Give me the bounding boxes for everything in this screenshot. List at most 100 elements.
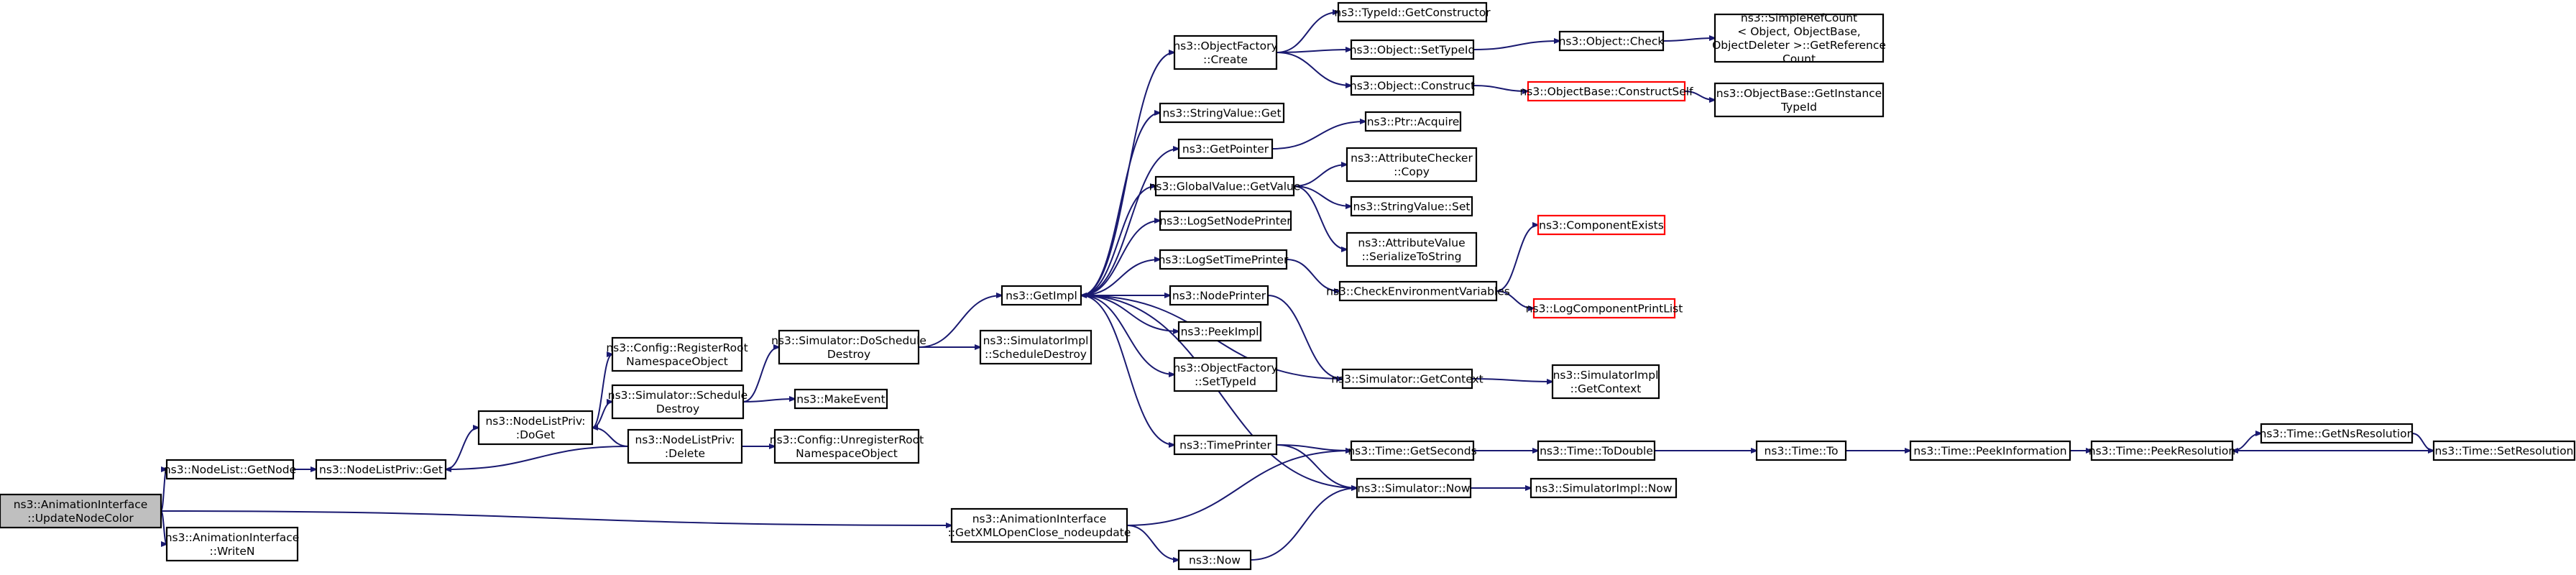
node-n16[interactable]: ns3::ObjectFactory::Create (1173, 34, 1278, 70)
node-box[interactable] (1341, 368, 1473, 390)
node-box[interactable] (2260, 423, 2414, 444)
node-n5[interactable]: ns3::NodeListPriv::DoGet (477, 410, 594, 446)
node-n13[interactable]: ns3::GetImpl (1000, 285, 1082, 306)
node-box[interactable] (1364, 111, 1462, 132)
node-n26[interactable]: ns3::TypeId::GetConstructor (1334, 1, 1491, 23)
node-n42[interactable]: ns3::Time::ToDouble (1537, 440, 1656, 461)
node-box[interactable] (1159, 249, 1288, 270)
node-box[interactable] (1350, 440, 1475, 461)
node-n10[interactable]: ns3::Config::UnregisterRootNamespaceObje… (770, 428, 924, 464)
node-n18[interactable]: ns3::GetPointer (1177, 138, 1274, 160)
node-box[interactable] (1169, 285, 1269, 306)
node-box[interactable] (773, 428, 920, 464)
node-n19[interactable]: ns3::GlobalValue::GetValue (1149, 175, 1301, 197)
node-n29[interactable]: ns3::Ptr::Acquire (1364, 111, 1462, 132)
node-n25[interactable]: ns3::TimePrinter (1173, 434, 1278, 456)
node-box[interactable] (1346, 147, 1478, 183)
node-n20[interactable]: ns3::LogSetNodePrinter (1159, 210, 1292, 231)
node-n4[interactable]: ns3::NodeListPriv::Get (315, 459, 447, 480)
node-n30[interactable]: ns3::AttributeChecker::Copy (1346, 147, 1478, 183)
node-n43[interactable]: ns3::SimulatorImpl::Now (1530, 477, 1678, 499)
node-n47[interactable]: ns3::Time::PeekInformation (1909, 440, 2071, 461)
node-box[interactable] (1714, 82, 1885, 118)
node-n36[interactable]: ns3::Simulator::Now (1356, 477, 1472, 499)
node-box[interactable] (611, 336, 743, 372)
node-box[interactable] (1537, 440, 1656, 461)
node-box[interactable] (1173, 356, 1278, 392)
node-n24[interactable]: ns3::ObjectFactory::SetTypeId (1173, 356, 1278, 392)
node-box[interactable] (1350, 196, 1473, 217)
node-box[interactable] (950, 507, 1128, 543)
node-box[interactable] (1177, 321, 1262, 342)
node-box[interactable] (1551, 364, 1660, 400)
node-n28[interactable]: ns3::Object::Construct (1350, 75, 1475, 96)
node-n31[interactable]: ns3::StringValue::Set (1350, 196, 1473, 217)
node-box[interactable] (1154, 175, 1295, 197)
node-n8[interactable]: ns3::Simulator::ScheduleDestroy (608, 384, 748, 420)
node-n27[interactable]: ns3::Object::SetTypeId (1350, 39, 1476, 60)
node-box[interactable] (1346, 231, 1478, 267)
node-n37[interactable]: ns3::Object::Check (1558, 30, 1665, 52)
node-n50[interactable]: ns3::Time::SetResolution (2432, 440, 2576, 461)
node-box[interactable] (0, 493, 162, 529)
node-box[interactable] (1527, 80, 1686, 102)
node-box[interactable] (1337, 1, 1488, 23)
node-box[interactable] (1159, 102, 1285, 124)
node-box[interactable] (1350, 39, 1475, 60)
node-box[interactable] (477, 410, 594, 446)
node-box[interactable] (1755, 440, 1847, 461)
node-n14[interactable]: ns3::AnimationInterface::GetXMLOpenClose… (948, 507, 1131, 543)
node-n3[interactable]: ns3::AnimationInterface::WriteN (165, 526, 300, 562)
node-n38[interactable]: ns3::ObjectBase::ConstructSelf (1519, 80, 1693, 102)
node-box[interactable] (165, 459, 295, 480)
node-n15[interactable]: ns3::Now (1177, 549, 1252, 571)
node-n41[interactable]: ns3::SimulatorImpl::GetContext (1551, 364, 1660, 400)
node-n12[interactable]: ns3::SimulatorImpl::ScheduleDestroy (979, 329, 1092, 365)
node-n2[interactable]: ns3::NodeList::GetNode (164, 459, 296, 480)
node-box[interactable] (1909, 440, 2071, 461)
node-n22[interactable]: ns3::NodePrinter (1169, 285, 1269, 306)
node-box[interactable] (2090, 440, 2234, 461)
node-n33[interactable]: ns3::CheckEnvironmentVariables (1326, 280, 1510, 302)
node-box[interactable] (1714, 13, 1885, 63)
node-box[interactable] (979, 329, 1092, 365)
node-n49[interactable]: ns3::Time::GetNsResolution (2260, 423, 2414, 444)
node-n35[interactable]: ns3::Time::GetSeconds (1348, 440, 1477, 461)
node-n17[interactable]: ns3::StringValue::Get (1159, 102, 1285, 124)
node-n6[interactable]: ns3::NodeListPriv::Delete (627, 428, 743, 464)
node-box[interactable] (1177, 138, 1274, 160)
node-box[interactable] (1537, 214, 1666, 236)
node-n21[interactable]: ns3::LogSetTimePrinter (1159, 249, 1289, 270)
node-n34[interactable]: ns3::Simulator::GetContext (1331, 368, 1484, 390)
node-box[interactable] (1530, 477, 1678, 499)
node-box[interactable] (1338, 280, 1498, 302)
node-n1[interactable]: ns3::AnimationInterface::UpdateNodeColor (0, 493, 162, 529)
node-box[interactable] (1356, 477, 1472, 499)
node-box[interactable] (778, 329, 920, 365)
node-box[interactable] (1000, 285, 1082, 306)
node-box[interactable] (1159, 210, 1292, 231)
node-n48[interactable]: ns3::Time::PeekResolution (2089, 440, 2235, 461)
node-box[interactable] (1558, 30, 1665, 52)
node-box[interactable] (1350, 75, 1475, 96)
node-box[interactable] (627, 428, 743, 464)
node-n46[interactable]: ns3::Time::To (1755, 440, 1847, 461)
node-n39[interactable]: ns3::ComponentExists (1537, 214, 1666, 236)
node-n44[interactable]: ns3::SimpleRefCount< Object, ObjectBase,… (1712, 12, 1886, 65)
node-box[interactable] (165, 526, 299, 562)
node-box[interactable] (315, 459, 447, 480)
node-n23[interactable]: ns3::PeekImpl (1177, 321, 1262, 342)
node-box[interactable] (1173, 34, 1278, 70)
node-box[interactable] (1177, 549, 1252, 571)
node-n40[interactable]: ns3::LogComponentPrintList (1526, 298, 1683, 319)
node-box[interactable] (1173, 434, 1278, 456)
node-box[interactable] (611, 384, 745, 420)
node-n9[interactable]: ns3::MakeEvent (794, 388, 888, 410)
node-box[interactable] (1532, 298, 1676, 319)
node-n32[interactable]: ns3::AttributeValue::SerializeToString (1346, 231, 1478, 267)
node-box[interactable] (794, 388, 888, 410)
node-box[interactable] (2432, 440, 2576, 461)
